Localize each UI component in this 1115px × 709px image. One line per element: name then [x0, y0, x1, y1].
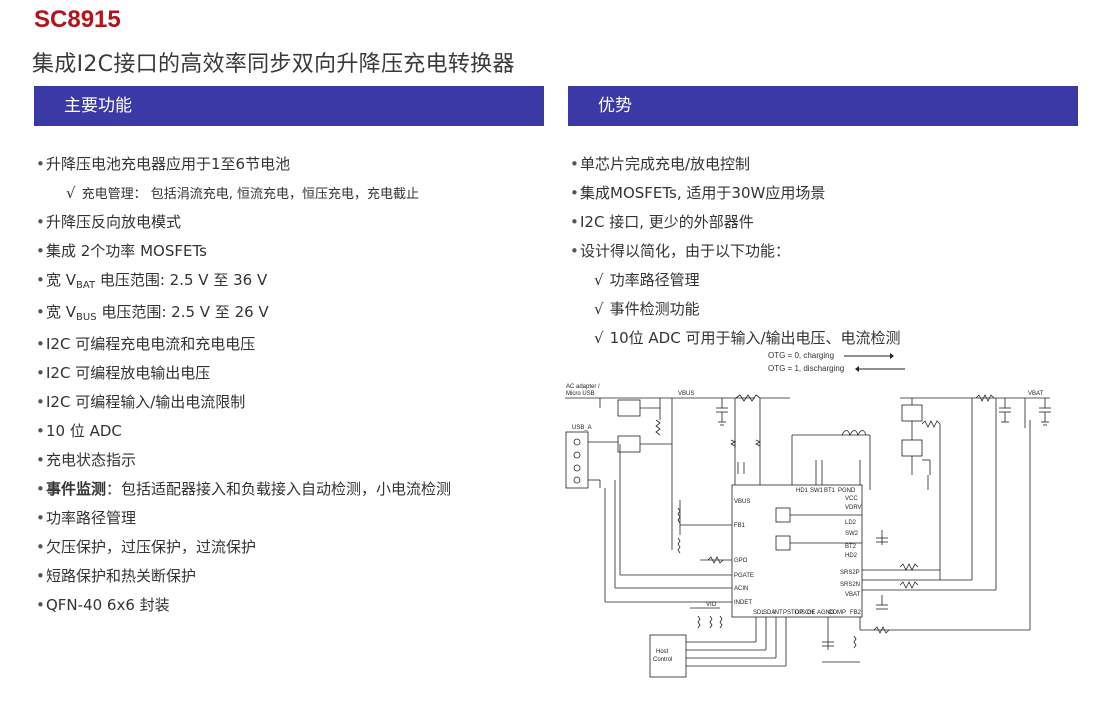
bullet-icon: •	[36, 480, 45, 498]
pin-label: SRS2P	[840, 570, 860, 576]
pin-label: PGND	[838, 488, 856, 494]
application-schematic: AC adapter / Micro USB USB_A VBUS VBAT H…	[565, 384, 1051, 678]
pin-label: PGATE	[734, 573, 754, 579]
bullet-icon: •	[570, 213, 579, 231]
list-subitem: √功率路径管理	[594, 271, 700, 289]
bullet-icon: •	[36, 393, 45, 411]
bullet-icon: •	[36, 155, 45, 173]
list-item: •宽 VBAT 电压范围: 2.5 V 至 36 V	[36, 266, 451, 295]
check-icon: √	[594, 300, 604, 318]
bullet-icon: •	[36, 509, 45, 527]
schematic-label: AC adapter /	[566, 384, 600, 390]
list-item: •单芯片完成充电/放电控制	[570, 150, 901, 179]
arrow-right-icon	[844, 352, 895, 359]
list-item: •I2C 可编程充电电流和充电电压	[36, 330, 451, 359]
pin-label: HD2	[845, 553, 858, 559]
arrow-left-icon	[854, 365, 905, 372]
pin-label: AGND	[817, 610, 835, 616]
pin-label: FB2	[850, 610, 862, 616]
list-item: •QFN-40 6x6 封装	[36, 591, 451, 620]
list-subitem: √10位 ADC 可用于输入/输出电压、电流检测	[594, 329, 901, 347]
list-item: •升降压反向放电模式	[36, 208, 451, 237]
bullet-icon: •	[36, 242, 45, 260]
pin-label: SRS2N	[840, 582, 860, 588]
pin-label: SW1	[810, 488, 824, 494]
bullet-icon: •	[570, 155, 579, 173]
list-item: •充电状态指示	[36, 446, 451, 475]
list-item: •升降压电池充电器应用于1至6节电池	[36, 150, 451, 179]
schematic-label: VBUS	[678, 391, 694, 397]
pin-label: PSTOP	[783, 610, 803, 616]
bullet-icon: •	[36, 303, 45, 321]
features-header: 主要功能	[34, 86, 544, 126]
schematic-label: USB_A	[572, 425, 592, 431]
pin-label: INDET	[734, 600, 752, 606]
pin-label: DISCH	[795, 610, 814, 616]
schematic-label: Control	[653, 657, 672, 663]
pin-label: LD2	[845, 520, 857, 526]
check-icon: √	[66, 184, 76, 202]
pin-label: VDRV	[845, 505, 862, 511]
pin-label: CE	[807, 610, 815, 616]
otg-charging-label: OTG = 0, charging	[768, 351, 895, 360]
bullet-icon: •	[36, 567, 45, 585]
pin-label: BT1	[824, 488, 836, 494]
list-item: •功率路径管理	[36, 504, 451, 533]
list-item: •事件监测：包括适配器接入和负载接入自动检测，小电流检测	[36, 475, 451, 504]
bullet-icon: •	[570, 184, 579, 202]
pin-label: COMP	[828, 610, 846, 616]
pin-label: SDA	[763, 610, 775, 616]
pin-label: ACIN	[734, 586, 748, 592]
bullet-icon: •	[36, 422, 45, 440]
list-subitem: √充电管理： 包括涓流充电, 恒流充电，恒压充电，充电截止	[66, 184, 419, 202]
pin-label: BT2	[845, 544, 857, 550]
list-item: •集成MOSFETs, 适用于30W应用场景	[570, 179, 901, 208]
otg-discharging-label: OTG = 1, discharging	[768, 364, 905, 373]
bullet-icon: •	[570, 242, 579, 260]
pin-label: VBAT	[845, 592, 861, 598]
bullet-icon: •	[36, 335, 45, 353]
list-subitem: √事件检测功能	[594, 300, 700, 318]
list-item: •短路保护和热关断保护	[36, 562, 451, 591]
schematic-label: Host	[656, 649, 669, 655]
schematic-label: VBAT	[1028, 391, 1044, 397]
schematic-label: VIO	[706, 602, 717, 608]
list-item: •宽 VBUS 电压范围: 2.5 V 至 26 V	[36, 295, 451, 330]
page-subtitle: 集成I2C接口的高效率同步双向升降压充电转换器	[32, 52, 515, 77]
features-list: •升降压电池充电器应用于1至6节电池 √充电管理： 包括涓流充电, 恒流充电，恒…	[36, 150, 451, 620]
bullet-icon: •	[36, 271, 45, 289]
list-item: •设计得以简化，由于以下功能：	[570, 237, 901, 266]
pin-label: GPO	[734, 558, 748, 564]
list-item: •I2C 可编程输入/输出电流限制	[36, 388, 451, 417]
check-icon: √	[594, 329, 604, 347]
list-item: •I2C 可编程放电输出电压	[36, 359, 451, 388]
pin-label: SDL	[753, 610, 765, 616]
pin-label: FB1	[734, 523, 746, 529]
check-icon: √	[594, 271, 604, 289]
advantages-header: 优势	[568, 86, 1078, 126]
bullet-icon: •	[36, 538, 45, 556]
pin-label: VBUS	[734, 499, 750, 505]
bullet-icon: •	[36, 213, 45, 231]
bullet-icon: •	[36, 451, 45, 469]
pin-label: VCC	[845, 496, 858, 502]
pin-label: SW2	[845, 531, 859, 537]
advantages-list: •单芯片完成充电/放电控制 •集成MOSFETs, 适用于30W应用场景 •I2…	[570, 150, 901, 353]
part-number: SC8915	[34, 6, 121, 33]
bullet-icon: •	[36, 596, 45, 614]
list-item: •10 位 ADC	[36, 417, 451, 446]
schematic-label: Micro USB	[566, 391, 595, 397]
pin-label: HD1	[796, 488, 809, 494]
list-item: •集成 2个功率 MOSFETs	[36, 237, 451, 266]
pin-label: INT	[773, 610, 783, 616]
list-item: •I2C 接口, 更少的外部器件	[570, 208, 901, 237]
list-item: •欠压保护，过压保护，过流保护	[36, 533, 451, 562]
bullet-icon: •	[36, 364, 45, 382]
